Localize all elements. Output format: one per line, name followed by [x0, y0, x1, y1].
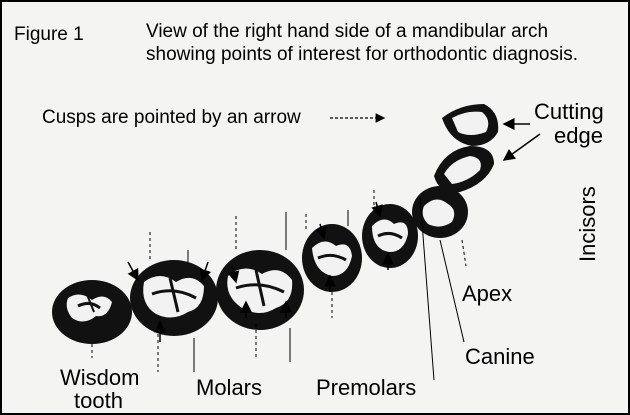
wisdom-tooth-label-line-1: Wisdom: [60, 366, 139, 390]
cutting-edge-label-line-1: Cutting: [534, 100, 604, 124]
incisors-label: Incisors: [576, 186, 600, 262]
premolar-tooth: [302, 224, 362, 292]
figure-caption-line-1: View of the right hand side of a mandibu…: [146, 22, 548, 43]
cutting-edge-label-line-2: edge: [554, 124, 603, 148]
apex-label: Apex: [462, 282, 512, 306]
incisor-tooth: [434, 146, 494, 193]
canine-tooth: [412, 186, 468, 238]
cutting-edge-arrows: [504, 124, 540, 160]
canine-label: Canine: [465, 345, 535, 369]
figure-caption-line-2: showing points of interest for orthodont…: [146, 45, 578, 66]
premolar-tooth: [362, 204, 418, 268]
molar-tooth: [216, 250, 304, 330]
wisdom-tooth: [52, 280, 132, 344]
figure-label: Figure 1: [14, 25, 84, 46]
cusps-label: Cusps are pointed by an arrow: [42, 108, 301, 129]
premolars-label: Premolars: [316, 376, 416, 400]
molars-label: Molars: [196, 376, 262, 400]
incisor-tooth: [442, 104, 498, 146]
wisdom-tooth-label-line-2: tooth: [74, 389, 123, 413]
